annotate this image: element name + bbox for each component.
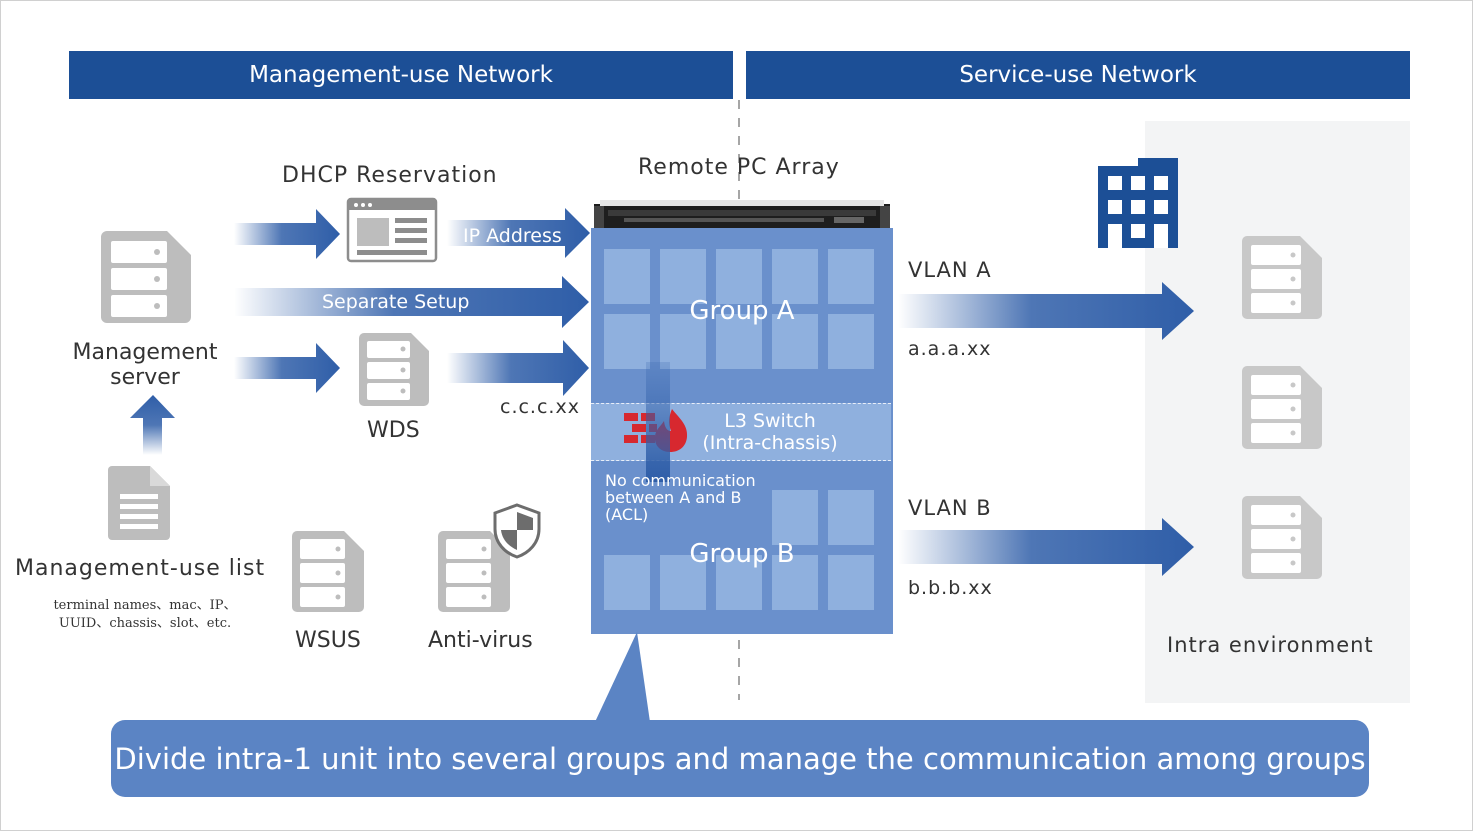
group-a-label: Group A [689,296,795,326]
group-b-label: Group B [689,539,795,569]
document-icon [108,466,170,540]
wds-server-icon [359,333,429,406]
arrow-vlan-b [898,518,1194,576]
antivirus-server-icon [438,531,510,612]
l3-switch-label: L3 Switch (Intra-chassis) [702,410,838,454]
arrow-ip-address [447,208,590,258]
vlan-a-ip: a.a.a.xx [908,338,992,360]
management-server-label: Management server [72,340,218,390]
separate-setup-label: Separate Setup [322,291,470,313]
intra-server-icon-3 [1242,496,1322,579]
service-network-header: Service-use Network [746,51,1410,99]
arrow-to-dhcp [234,209,340,259]
arrow-from-wds [447,340,589,396]
wsus-server-icon [292,531,364,612]
arrow-list-to-server [130,395,175,455]
arrow-vlan-a [898,282,1194,340]
arrow-to-wds [234,343,340,393]
vlan-a-label: VLAN A [908,258,992,282]
management-list-label: Management-use list [15,556,266,581]
building-icon [1098,158,1178,248]
ip-address-label: IP Address [463,225,562,247]
dhcp-reservation-label: DHCP Reservation [282,163,498,188]
group-a-grid [604,249,874,369]
remote-pc-array-title: Remote PC Array [638,155,840,180]
callout-pointer [595,632,650,722]
callout-box: Divide intra-1 unit into several groups … [111,720,1369,797]
shield-icon [493,503,541,559]
wsus-label: WSUS [295,628,361,653]
intra-server-icon-2 [1242,366,1322,449]
callout-text: Divide intra-1 unit into several groups … [114,741,1366,776]
intra-environment-label: Intra environment [1167,633,1374,657]
arrow-separate-setup [234,276,589,328]
acl-note: No communication between A and B (ACL) [605,471,756,524]
vlan-b-label: VLAN B [908,496,992,520]
vlan-b-ip: b.b.b.xx [908,577,993,599]
rack-server-image [594,200,890,228]
antivirus-label: Anti-virus [428,628,533,653]
l3-switch-band [591,403,891,461]
browser-window-icon [346,197,438,263]
intra-server-icon-1 [1242,236,1322,319]
management-list-detail: terminal names、mac、IP、 UUID、chassis、slot… [53,598,237,631]
blocked-communication-arrow [646,362,670,482]
group-b-grid [604,490,874,610]
management-server-icon [101,231,191,323]
wds-label: WDS [367,418,420,443]
management-network-header: Management-use Network [69,51,733,99]
wds-ip-label: c.c.c.xx [500,396,580,418]
